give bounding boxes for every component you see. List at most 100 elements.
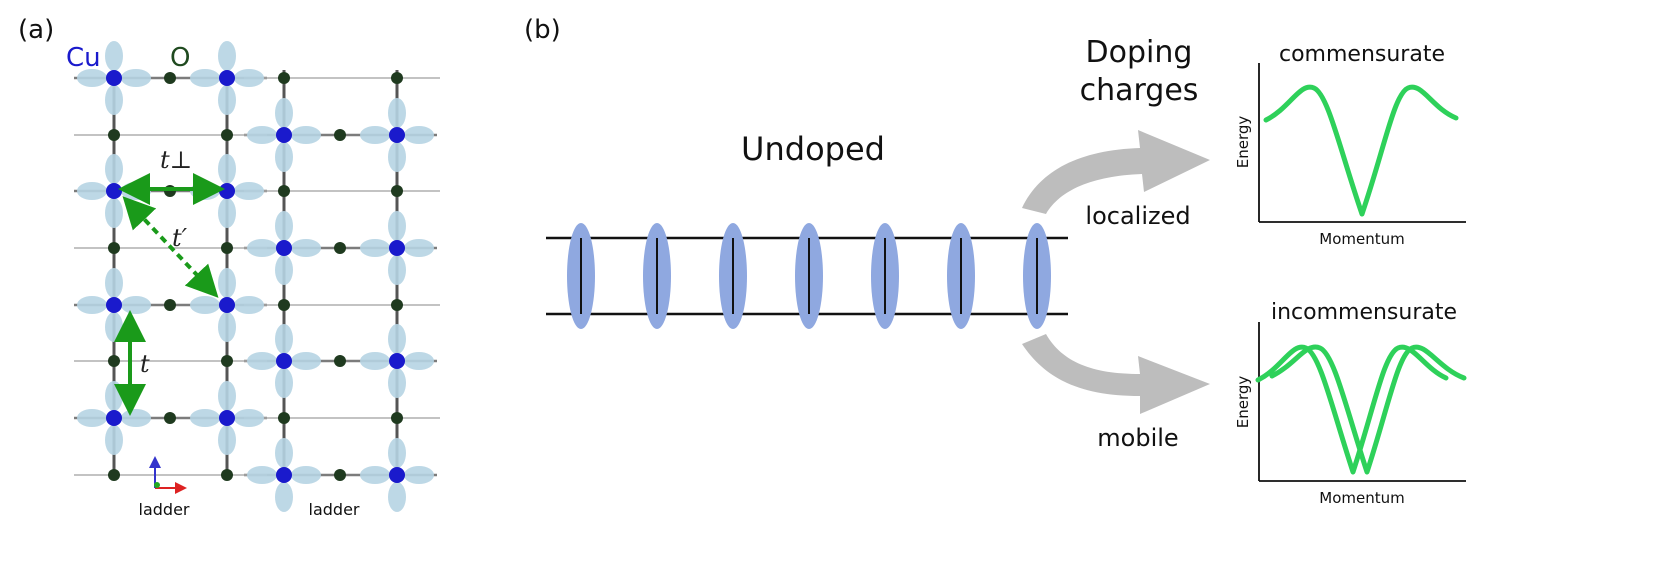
cu-atom [276,240,292,256]
cu-orbital-lobe [77,69,107,87]
cu-orbital-lobe [291,352,321,370]
t-label: t [140,350,150,378]
mobile-branch-arrow [1022,334,1210,414]
cu-orbital-lobe [275,142,293,172]
cu-orbital-lobe [388,324,406,354]
cu-orbital-lobe [360,239,390,257]
panel-a-label: (a) [18,15,54,45]
commensurate-plot: commensurate Momentum Energy [1234,42,1466,248]
cu-orbital-lobe [388,482,406,512]
cu-orbital-lobe [105,154,123,184]
plot1-xlabel: Momentum [1319,230,1404,248]
o-atom [334,469,346,481]
cu-orbital-lobe [360,466,390,484]
cu-legend-label: Cu [66,43,101,73]
mobile-label: mobile [1097,424,1178,452]
o-atom [391,72,403,84]
cu-orbital-lobe [105,268,123,298]
cu-atom [276,467,292,483]
o-atom [391,299,403,311]
o-atom [221,242,233,254]
cu-orbital-lobe [218,41,236,71]
incommensurate-band-curve-1 [1255,344,1449,475]
o-atom [108,242,120,254]
ladder-label-left: ladder [139,500,190,519]
cu-orbital-lobe [291,126,321,144]
cu-orbital-lobe [121,296,151,314]
cu-orbital-lobe [388,255,406,285]
o-legend-label: O [170,43,190,73]
commensurate-title: commensurate [1279,42,1445,67]
ladder-label-right: ladder [309,500,360,519]
cu-orbital-lobe [190,69,220,87]
cu-atom [389,240,405,256]
cu-orbital-lobe [218,381,236,411]
t-prime-label: t′ [172,224,188,252]
cu-orbital-lobe [190,296,220,314]
cu-orbital-lobe [360,126,390,144]
cu-atom [219,297,235,313]
cu-orbital-lobe [77,409,107,427]
cu-orbital-lobe [234,296,264,314]
localized-branch-arrow [1022,130,1210,214]
cu-atom [219,410,235,426]
cu-orbital-lobe [404,126,434,144]
cu-orbital-lobe [247,126,277,144]
cu-orbital-lobe [388,98,406,128]
o-atom [334,242,346,254]
cu-orbital-lobe [275,482,293,512]
cu-orbital-lobe [218,85,236,115]
o-atom [278,185,290,197]
o-atom [334,129,346,141]
cu-atom [219,70,235,86]
cu-orbital-lobe [291,466,321,484]
cu-atom [106,297,122,313]
cu-orbital-lobe [105,85,123,115]
o-atom [164,299,176,311]
cu-orbital-lobe [247,352,277,370]
cu-atom [106,70,122,86]
cu-orbital-lobe [77,182,107,200]
cu-orbital-lobe [388,368,406,398]
cu-orbital-lobe [275,324,293,354]
cu-orbital-lobe [218,425,236,455]
cu-orbital-lobe [234,409,264,427]
plot2-ylabel: Energy [1234,376,1252,429]
cu-orbital-lobe [291,239,321,257]
coordinate-axes-icon [149,456,187,494]
cu-orbital-lobe [404,352,434,370]
o-atom [391,412,403,424]
undoped-label: Undoped [741,130,885,168]
cu-orbital-lobe [218,268,236,298]
cu-orbital-lobe [105,312,123,342]
cu-atom [106,410,122,426]
incommensurate-plot: incommensurate Momentum Energy [1234,300,1467,507]
cu-atom [389,353,405,369]
cu-orbital-lobe [247,466,277,484]
plot2-xlabel: Momentum [1319,489,1404,507]
cu-atom [106,183,122,199]
o-atom [391,185,403,197]
cu-orbital-lobe [77,296,107,314]
t-perp-label: t⊥ [160,146,192,174]
o-atom [278,72,290,84]
cu-atom [276,127,292,143]
cu-atom [389,127,405,143]
doping-title-line1: Doping [1086,35,1193,70]
cu-atom [219,183,235,199]
cu-orbital-lobe [105,41,123,71]
cu-orbital-lobe [275,368,293,398]
cu-orbital-lobe [121,69,151,87]
o-atom [164,412,176,424]
cu-orbital-lobe [275,98,293,128]
o-atom [221,355,233,367]
cu-orbital-lobe [121,409,151,427]
cu-orbital-lobe [105,425,123,455]
cu-orbital-lobe [234,69,264,87]
cu-orbital-lobe [404,466,434,484]
t-prime-hopping-arrow [122,196,219,298]
cu-orbital-lobe [388,211,406,241]
cu-orbital-lobe [388,142,406,172]
cu-orbital-lobe [234,182,264,200]
plot1-ylabel: Energy [1234,116,1252,169]
